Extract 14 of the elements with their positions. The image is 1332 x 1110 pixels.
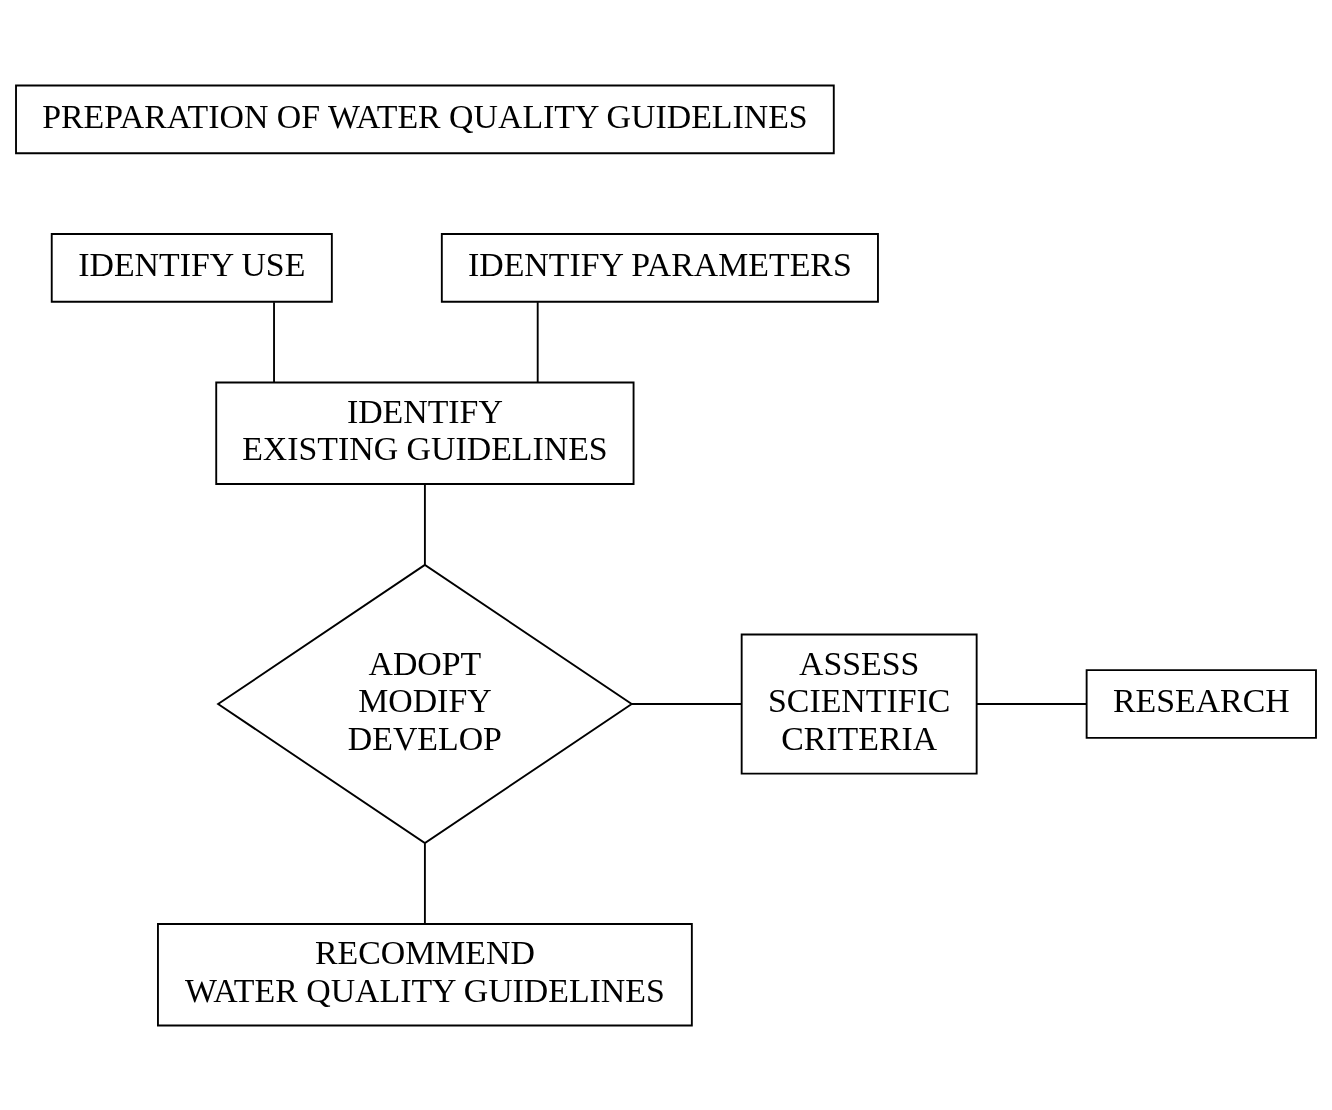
connector: [423, 841, 426, 925]
connector: [423, 482, 426, 566]
node-diamond: ADOPT MODIFY DEVELOP: [216, 563, 634, 844]
node-box: IDENTIFY PARAMETERS: [440, 232, 879, 303]
node-box: IDENTIFY USE: [50, 232, 333, 303]
node-box: PREPARATION OF WATER QUALITY GUIDELINES: [15, 84, 835, 154]
connector: [975, 702, 1088, 705]
node-box: RESEARCH: [1085, 668, 1317, 739]
node-box: IDENTIFY EXISTING GUIDELINES: [215, 381, 635, 485]
connector: [536, 300, 539, 383]
node-box: RECOMMEND WATER QUALITY GUIDELINES: [157, 922, 693, 1026]
connector: [273, 300, 275, 383]
connector: [630, 702, 743, 705]
node-box: ASSESS SCIENTIFIC CRITERIA: [740, 633, 978, 774]
